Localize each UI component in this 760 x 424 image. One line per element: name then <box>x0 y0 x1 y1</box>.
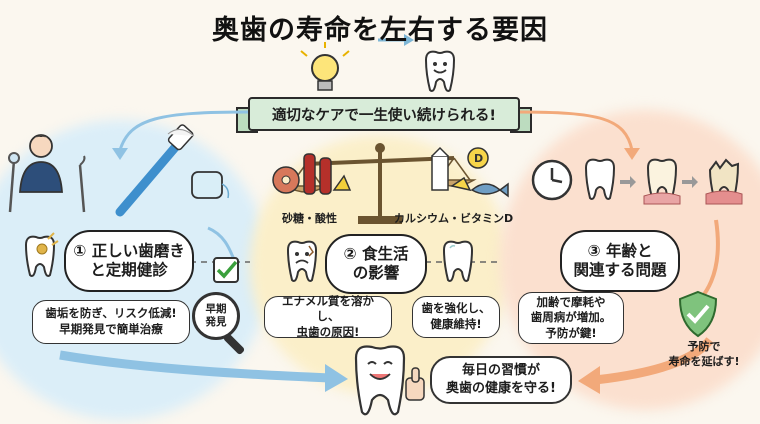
magnifier-icon: 早期 発見 <box>192 292 252 358</box>
section-1-caption: 歯垢を防ぎ、リスク低減! 早期発見で簡単治療 <box>32 300 190 344</box>
floss-icon <box>191 171 230 199</box>
thumbs-up-tooth-icon <box>354 345 425 416</box>
calcium-vitamin-label: カルシウム・ビタミンD <box>394 212 514 225</box>
shield-check-icon <box>678 290 718 338</box>
dentist-icon <box>19 134 63 193</box>
tooth-aging-sequence-icon <box>584 158 743 205</box>
key-message-banner: 適切なケアで一生使い続けられる! <box>236 97 532 133</box>
magnifier-label: 早期 発見 <box>192 292 240 340</box>
section-2-right-caption: 歯を強化し、 健康維持! <box>412 296 500 338</box>
decayed-tooth-icon <box>24 232 59 277</box>
checkbox-icon <box>213 257 239 283</box>
sugar-acid-label: 砂糖・酸性 <box>282 212 337 225</box>
dental-tools-icon <box>8 152 86 213</box>
section-3-heading: ③ 年齢と 関連する問題 <box>560 230 680 292</box>
lightbulb-icon <box>300 42 350 91</box>
svg-text:D: D <box>474 152 483 165</box>
page-title: 奥歯の寿命を左右する要因 <box>212 15 548 46</box>
healthy-tooth-icon <box>442 240 474 282</box>
clock-icon <box>531 159 573 201</box>
center-message-bubble: 毎日の習慣が 奥歯の健康を守る! <box>430 356 572 404</box>
section-2-heading: ② 食生活 の影響 <box>325 234 427 294</box>
sad-tooth-icon <box>286 240 318 282</box>
section-1-heading: ① 正しい歯磨き と定期健診 <box>64 230 194 292</box>
dairy-fish-icon: D <box>431 146 509 198</box>
happy-tooth-icon <box>424 50 456 92</box>
section-3-shield-caption: 予防で 寿命を延ばす! <box>668 340 740 368</box>
toothbrush-icon <box>115 124 195 217</box>
section-3-caption: 加齢で摩耗や 歯周病が増加。 予防が鍵! <box>518 292 624 344</box>
sweets-icon <box>272 153 352 195</box>
section-2-left-caption: エナメル質を溶かし、 虫歯の原因! <box>264 294 392 339</box>
